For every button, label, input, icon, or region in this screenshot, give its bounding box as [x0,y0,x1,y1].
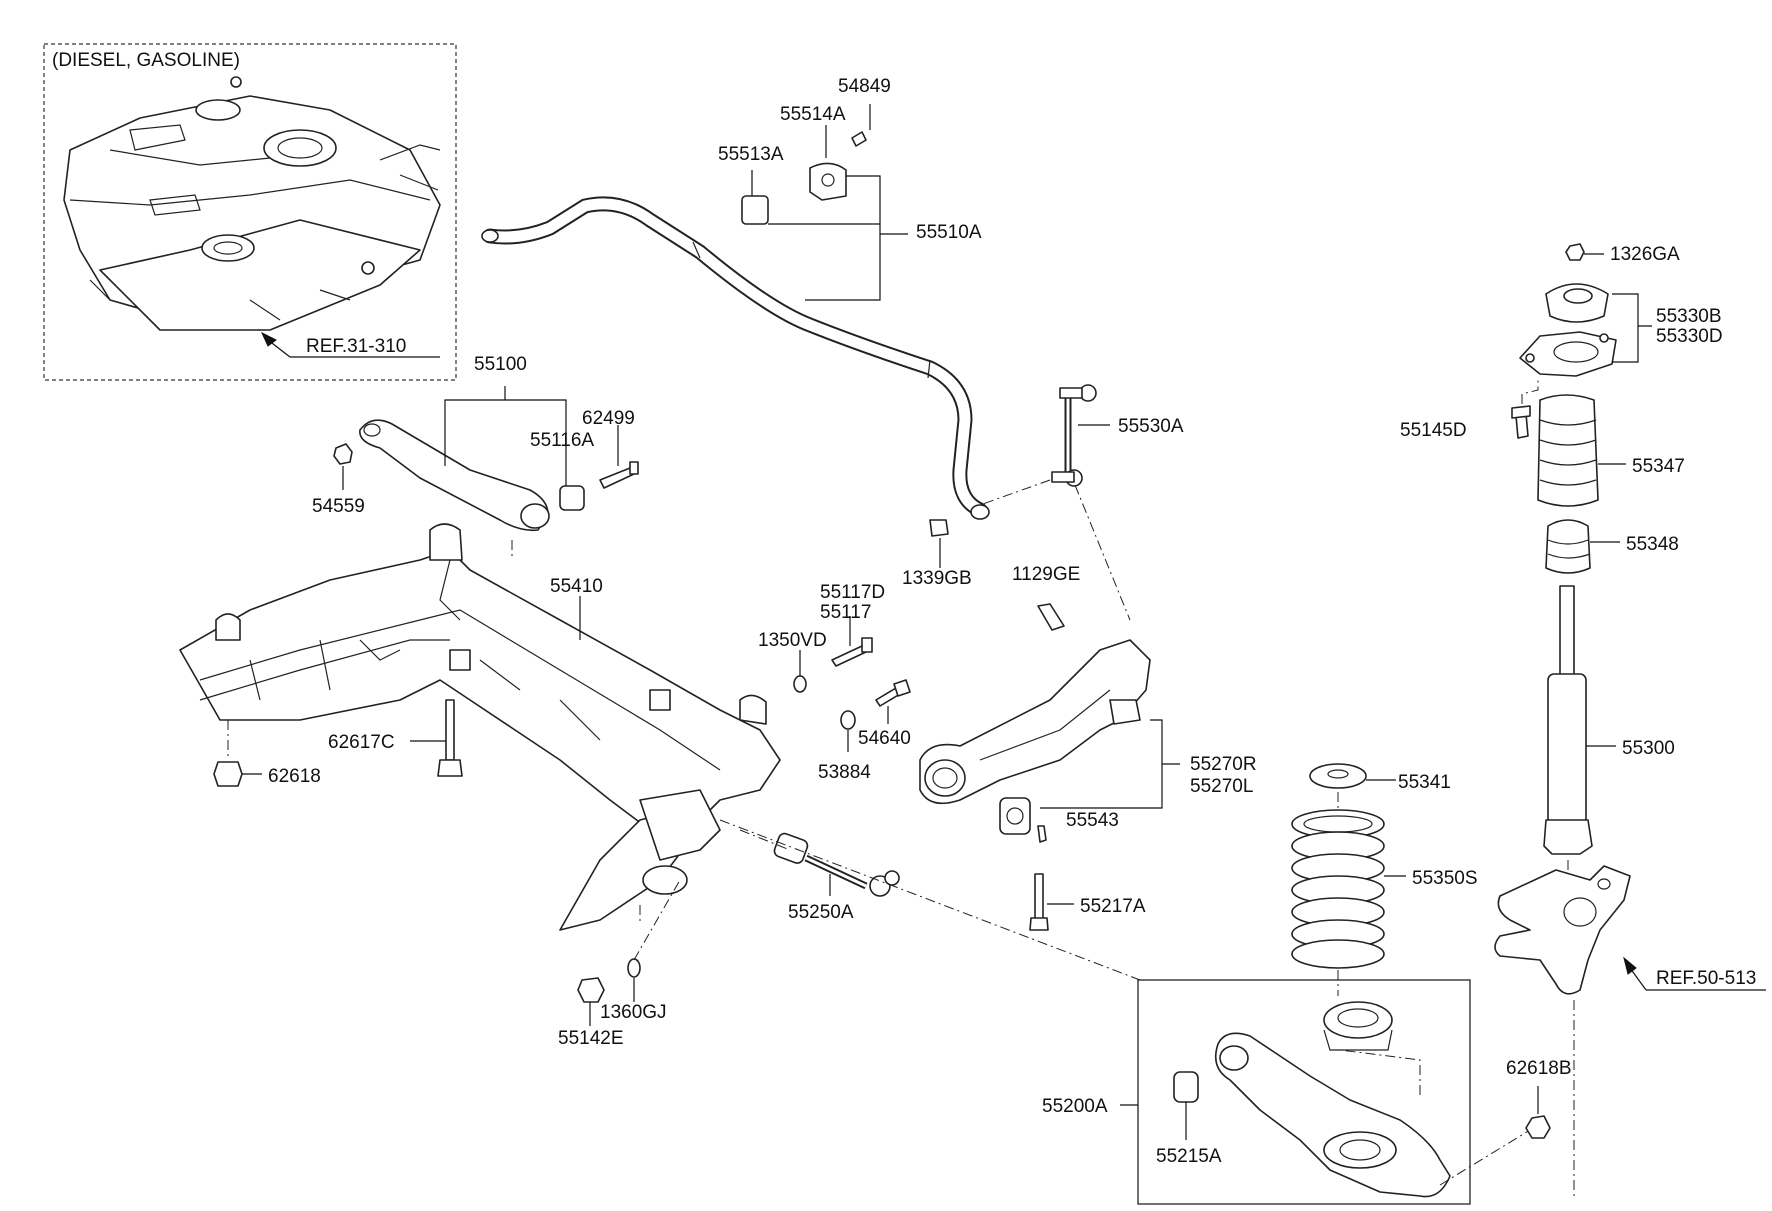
label-55330D[interactable]: 55330D [1656,326,1723,347]
label-55513A[interactable]: 55513A [718,144,784,165]
nut-62618B-group [1525,1086,1551,1139]
fuel-tank-inset: (DIESEL, GASOLINE) REF.31-310 [43,43,457,381]
label-55100[interactable]: 55100 [474,354,527,375]
spring-seat [1323,1001,1393,1039]
label-55530A[interactable]: 55530A [1118,416,1184,437]
stabilizer-link [979,384,1131,621]
washer-1360GJ[interactable] [627,958,641,978]
label-55410[interactable]: 55410 [550,576,603,597]
label-54849[interactable]: 54849 [838,76,891,97]
bushing-55215A[interactable] [1173,1071,1199,1103]
label-54559[interactable]: 54559 [312,496,365,517]
bushing-55513A[interactable] [741,195,769,225]
spring-pad-55341[interactable] [1309,763,1367,789]
knuckle-ref [1494,865,1766,1200]
bolt-54849[interactable] [851,131,867,147]
shock-rod [1559,585,1575,677]
lateral-link-bushing[interactable] [773,832,809,865]
stabilizer-bushing-group [741,104,908,301]
label-ref-knuckle[interactable]: REF.50-513 [1656,968,1756,989]
bolt-62499[interactable] [599,467,635,489]
bolt-55217A[interactable] [1034,873,1044,921]
bump-stop-55348[interactable] [1545,519,1591,574]
nut-1339GB[interactable] [929,519,949,537]
lower-arm-55200A[interactable] [1214,1032,1451,1198]
label-55250A[interactable]: 55250A [788,902,854,923]
label-54640[interactable]: 54640 [858,728,911,749]
small-hardware [577,879,681,1026]
label-55330B[interactable]: 55330B [1656,306,1722,327]
bushing-55543[interactable] [999,797,1031,835]
bracket-55514A[interactable] [809,162,847,201]
label-55215A[interactable]: 55215A [1156,1146,1222,1167]
crossmember [179,523,781,931]
washer-1350VD[interactable] [793,675,807,693]
label-53884[interactable]: 53884 [818,762,871,783]
label-55300[interactable]: 55300 [1622,738,1675,759]
label-1129GE[interactable]: 1129GE [1012,564,1080,585]
label-55117[interactable]: 55117 [820,602,871,623]
label-62499[interactable]: 62499 [582,408,635,429]
crossmember-55410[interactable] [179,549,781,831]
label-1326GA[interactable]: 1326GA [1610,244,1680,265]
mount-plate-55330[interactable] [1519,331,1617,377]
label-55514A[interactable]: 55514A [780,104,846,125]
inset-frame [43,43,457,381]
knuckle-ref-arrow [1623,956,1637,975]
label-55200A[interactable]: 55200A [1042,1096,1108,1117]
inset-ref-arrow [260,331,277,347]
label-55348[interactable]: 55348 [1626,534,1679,555]
fuel-tank-drawing [63,76,441,331]
crossmember-mount-hardware [213,699,463,787]
bolt-1129GE[interactable] [1037,603,1065,631]
label-1350VD[interactable]: 1350VD [758,630,827,651]
nut-55142E[interactable] [577,977,605,1003]
bolt-55117[interactable] [831,645,867,667]
lower-arm-box [1120,979,1531,1205]
label-55145D[interactable]: 55145D [1400,420,1467,441]
label-55217A[interactable]: 55217A [1080,896,1146,917]
nut-62618B[interactable] [1525,1115,1551,1139]
bolt-55217A-group [1029,873,1074,931]
label-62617C[interactable]: 62617C [328,732,395,753]
lateral-link [719,819,1141,981]
label-55270R[interactable]: 55270R [1190,754,1257,775]
label-55350S[interactable]: 55350S [1412,868,1478,889]
label-55543[interactable]: 55543 [1066,810,1119,831]
label-55341[interactable]: 55341 [1398,772,1451,793]
coil-spring-55350S[interactable] [1291,809,1385,969]
bolt-62617C[interactable] [445,699,455,761]
label-62618B[interactable]: 62618B [1506,1058,1572,1079]
upper-arm-55100[interactable] [359,419,549,532]
washer-53884[interactable] [840,710,856,730]
label-1360GJ[interactable]: 1360GJ [600,1002,667,1023]
label-55347[interactable]: 55347 [1632,456,1685,477]
spring-group [1291,763,1406,996]
inset-engine-note: (DIESEL, GASOLINE) [52,50,240,71]
label-55117D[interactable]: 55117D [820,582,885,603]
shock-absorber-stack [1511,243,1652,880]
dust-boot-55347[interactable] [1537,394,1599,507]
label-62618[interactable]: 62618 [268,766,321,787]
upper-arm [333,386,639,560]
label-55510A[interactable]: 55510A [916,222,982,243]
nut-62618[interactable] [213,761,243,787]
nut-54559[interactable] [333,443,353,465]
lower-arm-frame [1137,979,1471,1205]
bushing-55116A[interactable] [559,485,585,511]
label-55270L[interactable]: 55270L [1190,776,1253,797]
knuckle-drawing [1494,865,1631,995]
label-1339GB[interactable]: 1339GB [902,568,972,589]
inset-ref-label[interactable]: REF.31-310 [306,336,406,357]
label-55116A[interactable]: 55116A [530,430,594,451]
label-55142E[interactable]: 55142E [558,1028,624,1049]
trailing-arm [919,639,1180,843]
stabilizer-bar [481,196,990,520]
arm-mount-hardware [793,616,911,752]
nut-1326GA[interactable] [1565,243,1585,261]
shock-absorber-55300[interactable] [1547,673,1587,825]
